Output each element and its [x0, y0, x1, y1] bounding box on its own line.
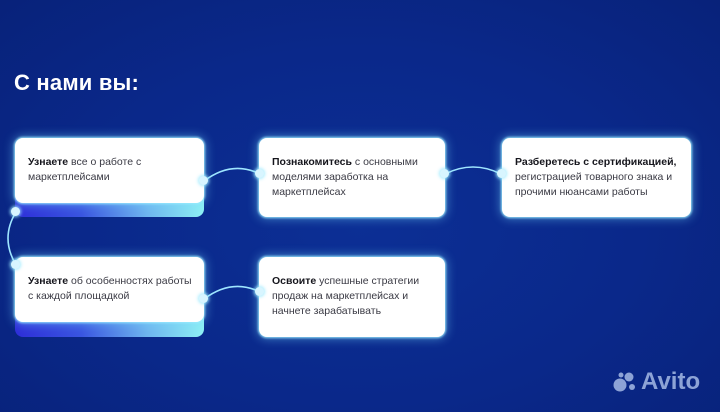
- card-4: Узнаете об особенностях работы с каждой …: [15, 257, 204, 337]
- card-text: об особенностях работы с каждой площадко…: [28, 275, 192, 302]
- card-3: Разберетесь с сертификацией, регистрацие…: [502, 138, 691, 217]
- connector-dot: [255, 169, 264, 178]
- card-bold-text: Познакомитесь: [272, 156, 352, 168]
- card-text: все о работе с маркетплейсами: [28, 156, 142, 183]
- connector-dot: [497, 169, 506, 178]
- card-bold-text: Узнаете: [28, 156, 69, 168]
- connector-dot: [11, 207, 20, 216]
- card-bold-text: Разберетесь с сертификацией,: [515, 156, 677, 168]
- connector-dot: [199, 176, 208, 185]
- card-5: Освоите успешные стратегии продаж на мар…: [259, 257, 445, 337]
- connector-dot: [440, 169, 449, 178]
- connector-dot: [255, 287, 264, 296]
- card-bold-text: Узнаете: [28, 275, 69, 287]
- card-body: Познакомитесь с основными моделями зараб…: [259, 138, 445, 217]
- card-text: регистрацией товарного знака и прочими н…: [515, 171, 673, 198]
- avito-dots-icon: [613, 372, 635, 392]
- avito-wordmark: Avito: [641, 368, 701, 395]
- card-body: Освоите успешные стратегии продаж на мар…: [259, 257, 445, 337]
- card-body: Узнаете все о работе с маркетплейсами: [15, 138, 204, 203]
- card-body: Узнаете об особенностях работы с каждой …: [15, 257, 204, 322]
- card-bold-text: Освоите: [272, 275, 317, 287]
- card-1: Узнаете все о работе с маркетплейсами: [15, 138, 204, 217]
- card-body: Разберетесь с сертификацией, регистрацие…: [502, 138, 691, 217]
- connector-dot: [11, 260, 20, 269]
- card-2: Познакомитесь с основными моделями зараб…: [259, 138, 445, 217]
- card-text: с основными моделями заработка на маркет…: [272, 156, 418, 198]
- avito-logo: Avito: [612, 368, 700, 396]
- card-text: успешные стратегии продаж на маркетплейс…: [272, 275, 420, 317]
- connector-dot: [199, 294, 208, 303]
- section-title: С нами вы:: [14, 70, 140, 95]
